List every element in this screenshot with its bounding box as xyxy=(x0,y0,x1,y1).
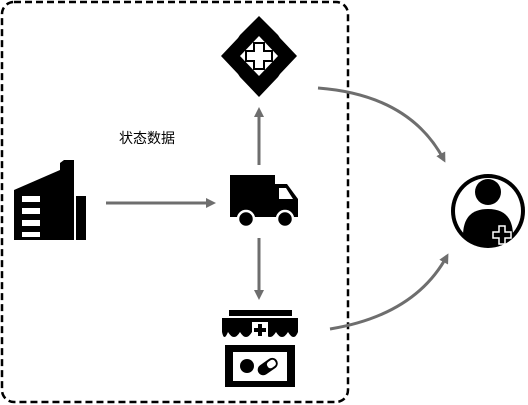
pharmacy-store-icon xyxy=(222,310,298,387)
dashed-boundary xyxy=(0,0,350,404)
arrow-medical-to-patient xyxy=(317,86,446,163)
office-building-icon xyxy=(14,160,86,240)
delivery-truck-icon xyxy=(230,175,298,229)
arrow-pharmacy-to-patient xyxy=(329,253,449,331)
medical-cross-icon xyxy=(221,16,297,97)
status-data-label: 状态数据 xyxy=(119,131,175,147)
patient-user-icon xyxy=(451,174,525,248)
